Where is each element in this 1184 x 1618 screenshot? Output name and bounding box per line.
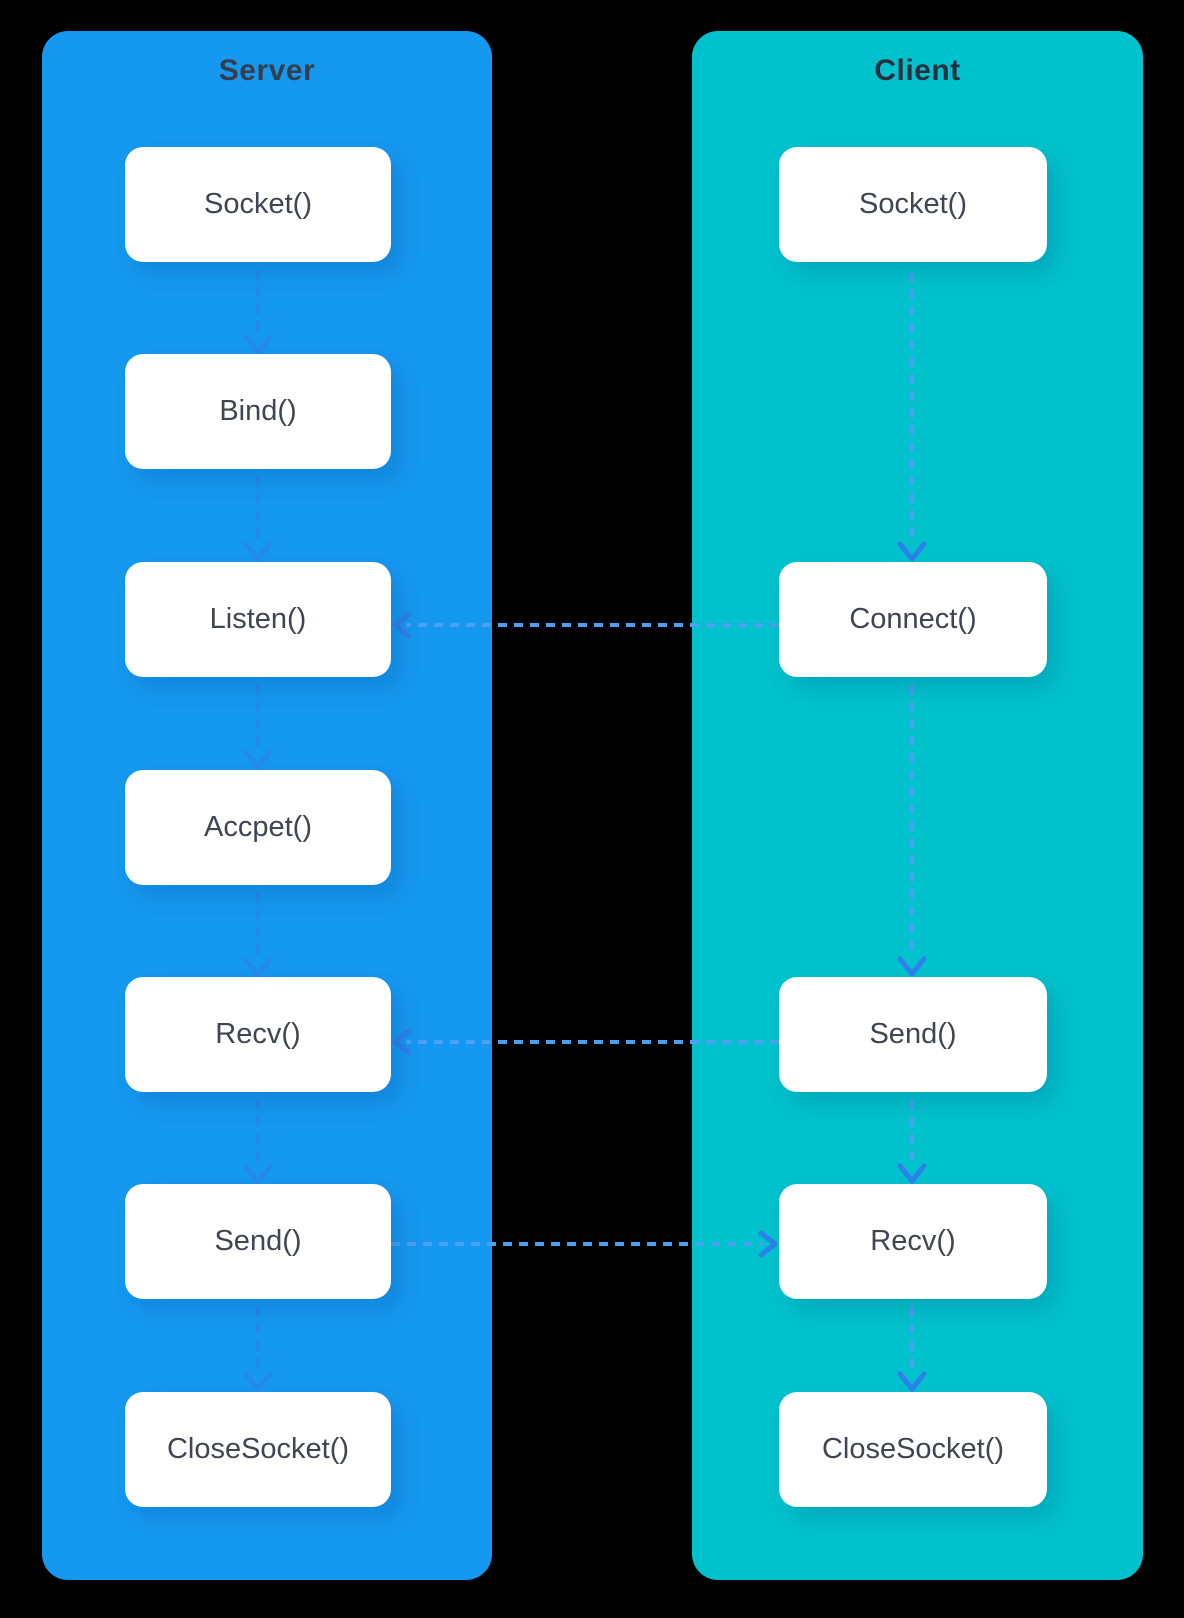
server-panel-title: Server (218, 54, 316, 87)
server-box-accpet: Accpet() (125, 770, 391, 885)
client-box-connect: Connect() (779, 562, 1047, 677)
server-box-closesocket: CloseSocket() (125, 1392, 391, 1507)
server-box-send: Send() (125, 1184, 391, 1299)
server-box-recv: Recv() (125, 977, 391, 1092)
client-box-closesocket: CloseSocket() (779, 1392, 1047, 1507)
client-box-send: Send() (779, 977, 1047, 1092)
server-box-listen: Listen() (125, 562, 391, 677)
client-box-recv: Recv() (779, 1184, 1047, 1299)
client-panel: Client (692, 31, 1143, 1580)
client-box-socket: Socket() (779, 147, 1047, 262)
server-box-bind: Bind() (125, 354, 391, 469)
server-box-socket: Socket() (125, 147, 391, 262)
client-panel-title: Client (874, 54, 961, 87)
